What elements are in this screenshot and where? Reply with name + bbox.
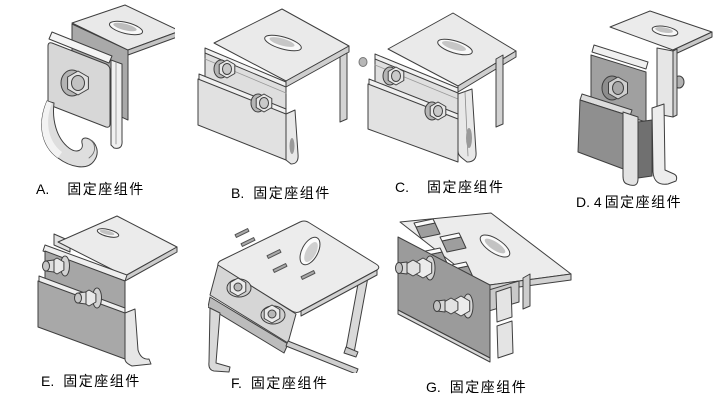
part-d-name: 固定座组件 (604, 194, 683, 210)
part-e-foot (124, 308, 152, 367)
part-g-bolt-lower (433, 293, 474, 319)
part-e-top-plate (57, 215, 178, 282)
part-b-hex-bolt-lower (250, 93, 273, 113)
part-a-slot-hole (108, 20, 144, 36)
part-f-flange-nut-lower (260, 304, 286, 325)
part-e-bolt-upper (42, 255, 70, 277)
part-d-bracket-leg (656, 47, 685, 118)
part-e-figure (25, 212, 183, 370)
part-c-hex-bolt-upper (382, 66, 405, 86)
part-e-bolt-lower (74, 287, 102, 309)
part-b-figure (190, 2, 360, 177)
part-b-caption: B. 固定座组件 (231, 185, 331, 201)
part-b-bottom-tab (285, 109, 299, 165)
part-g-side-tab (495, 286, 514, 359)
part-g-drawing (395, 212, 572, 363)
part-f-letter: F. (231, 375, 242, 391)
part-c-figure (358, 4, 523, 172)
part-a-caption: A. 固定座组件 (36, 181, 145, 197)
part-f-stamped-slots (234, 228, 316, 280)
part-c-caption: C. 固定座组件 (395, 179, 505, 195)
part-d-drawing (577, 10, 713, 186)
part-d-slot-hole (651, 25, 679, 37)
part-e-name: 固定座组件 (63, 373, 141, 389)
part-d-hex-bolt (601, 75, 628, 101)
part-c-letter: C. (395, 179, 409, 195)
part-a-figure (25, 2, 175, 174)
part-a-letter: A. (36, 181, 50, 197)
part-d-figure (570, 2, 718, 192)
part-e-letter: E. (41, 373, 55, 389)
part-b-name: 固定座组件 (253, 185, 331, 201)
part-f-oval-hole (299, 236, 321, 266)
part-c-name: 固定座组件 (427, 179, 505, 195)
part-a-seam-channel (110, 59, 123, 149)
part-g-name: 固定座组件 (449, 379, 528, 395)
part-b-hex-bolt-upper (213, 59, 236, 79)
part-e-drawing (37, 215, 178, 367)
part-c-drawing (358, 12, 517, 163)
part-b-letter: B. (231, 185, 245, 201)
part-g-oval-hole (479, 234, 511, 258)
part-c-bolt-tip-dot (358, 57, 368, 67)
part-f-drawing (208, 220, 380, 373)
part-g-figure (383, 210, 578, 372)
part-a-hex-bolt (60, 69, 89, 97)
part-g-bolt-upper (395, 255, 436, 281)
part-g-letter: G. (426, 379, 441, 395)
part-f-caption: F. 固定座组件 (231, 375, 328, 391)
part-f-figure (208, 213, 388, 373)
part-c-slot-hole (437, 38, 473, 56)
part-g-caption: G. 固定座组件 (426, 379, 527, 395)
part-f-legs (208, 307, 359, 373)
part-a-drawing (41, 4, 175, 168)
part-d-letter: D. 4 (576, 194, 602, 210)
part-f-rear-leg (343, 272, 369, 358)
part-b-drawing (197, 8, 350, 165)
part-b-slot-hole (264, 34, 302, 52)
part-a-name: 固定座组件 (67, 181, 145, 197)
part-e-caption: E. 固定座组件 (41, 373, 141, 389)
part-d-lower-plate (577, 93, 633, 171)
part-a-hook (41, 100, 98, 168)
part-c-hex-bolt-lower (424, 101, 447, 121)
part-d-fork-legs (622, 103, 678, 186)
part-c-seam-tab (457, 88, 477, 163)
part-e-slot-hole (96, 228, 120, 238)
part-f-flange-nut-upper (226, 277, 252, 298)
part-f-name: 固定座组件 (250, 375, 329, 391)
